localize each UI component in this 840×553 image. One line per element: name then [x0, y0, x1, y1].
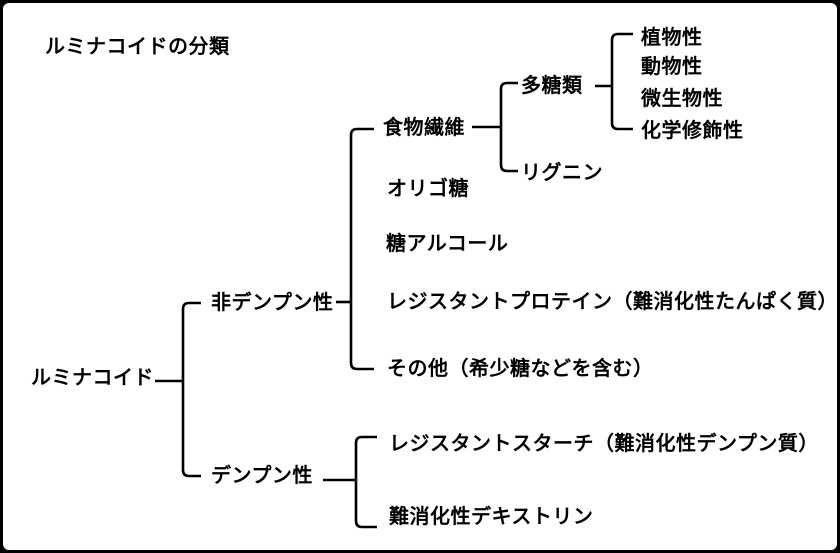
non-starch-children-bracket: [349, 127, 374, 371]
node-chemically-modified: 化学修飾性: [641, 118, 744, 142]
node-resistant-starch: レジスタントスターチ（難消化性デンプン質）: [389, 431, 819, 455]
root-children-bracket: [181, 301, 201, 478]
node-polysaccharides: 多糖類: [521, 73, 583, 97]
node-sugar-alcohols: 糖アルコール: [386, 231, 509, 255]
node-indigestible-dextrin: 難消化性デキストリン: [389, 504, 594, 528]
node-others: その他（希少糖などを含む）: [387, 356, 654, 380]
node-resistant-protein: レジスタントプロテイン（難消化性たんぱく質）: [387, 289, 838, 313]
node-starch: デンプン性: [211, 463, 313, 487]
node-microbial: 微生物性: [641, 86, 723, 110]
node-animal: 動物性: [641, 54, 703, 78]
node-lignin: リグニン: [521, 160, 603, 184]
diagram-title: ルミナコイドの分類: [45, 34, 230, 58]
polysaccharides-children-bracket: [610, 32, 633, 131]
starch-children-bracket: [354, 435, 377, 529]
node-non-starch: 非デンプン性: [211, 290, 334, 314]
node-dietary-fiber: 食物繊維: [383, 115, 465, 139]
dietary-fiber-children-bracket: [499, 81, 518, 173]
node-plant: 植物性: [641, 25, 703, 49]
node-root-luminacoid: ルミナコイド: [31, 365, 154, 389]
node-oligosaccharides: オリゴ糖: [387, 176, 469, 200]
